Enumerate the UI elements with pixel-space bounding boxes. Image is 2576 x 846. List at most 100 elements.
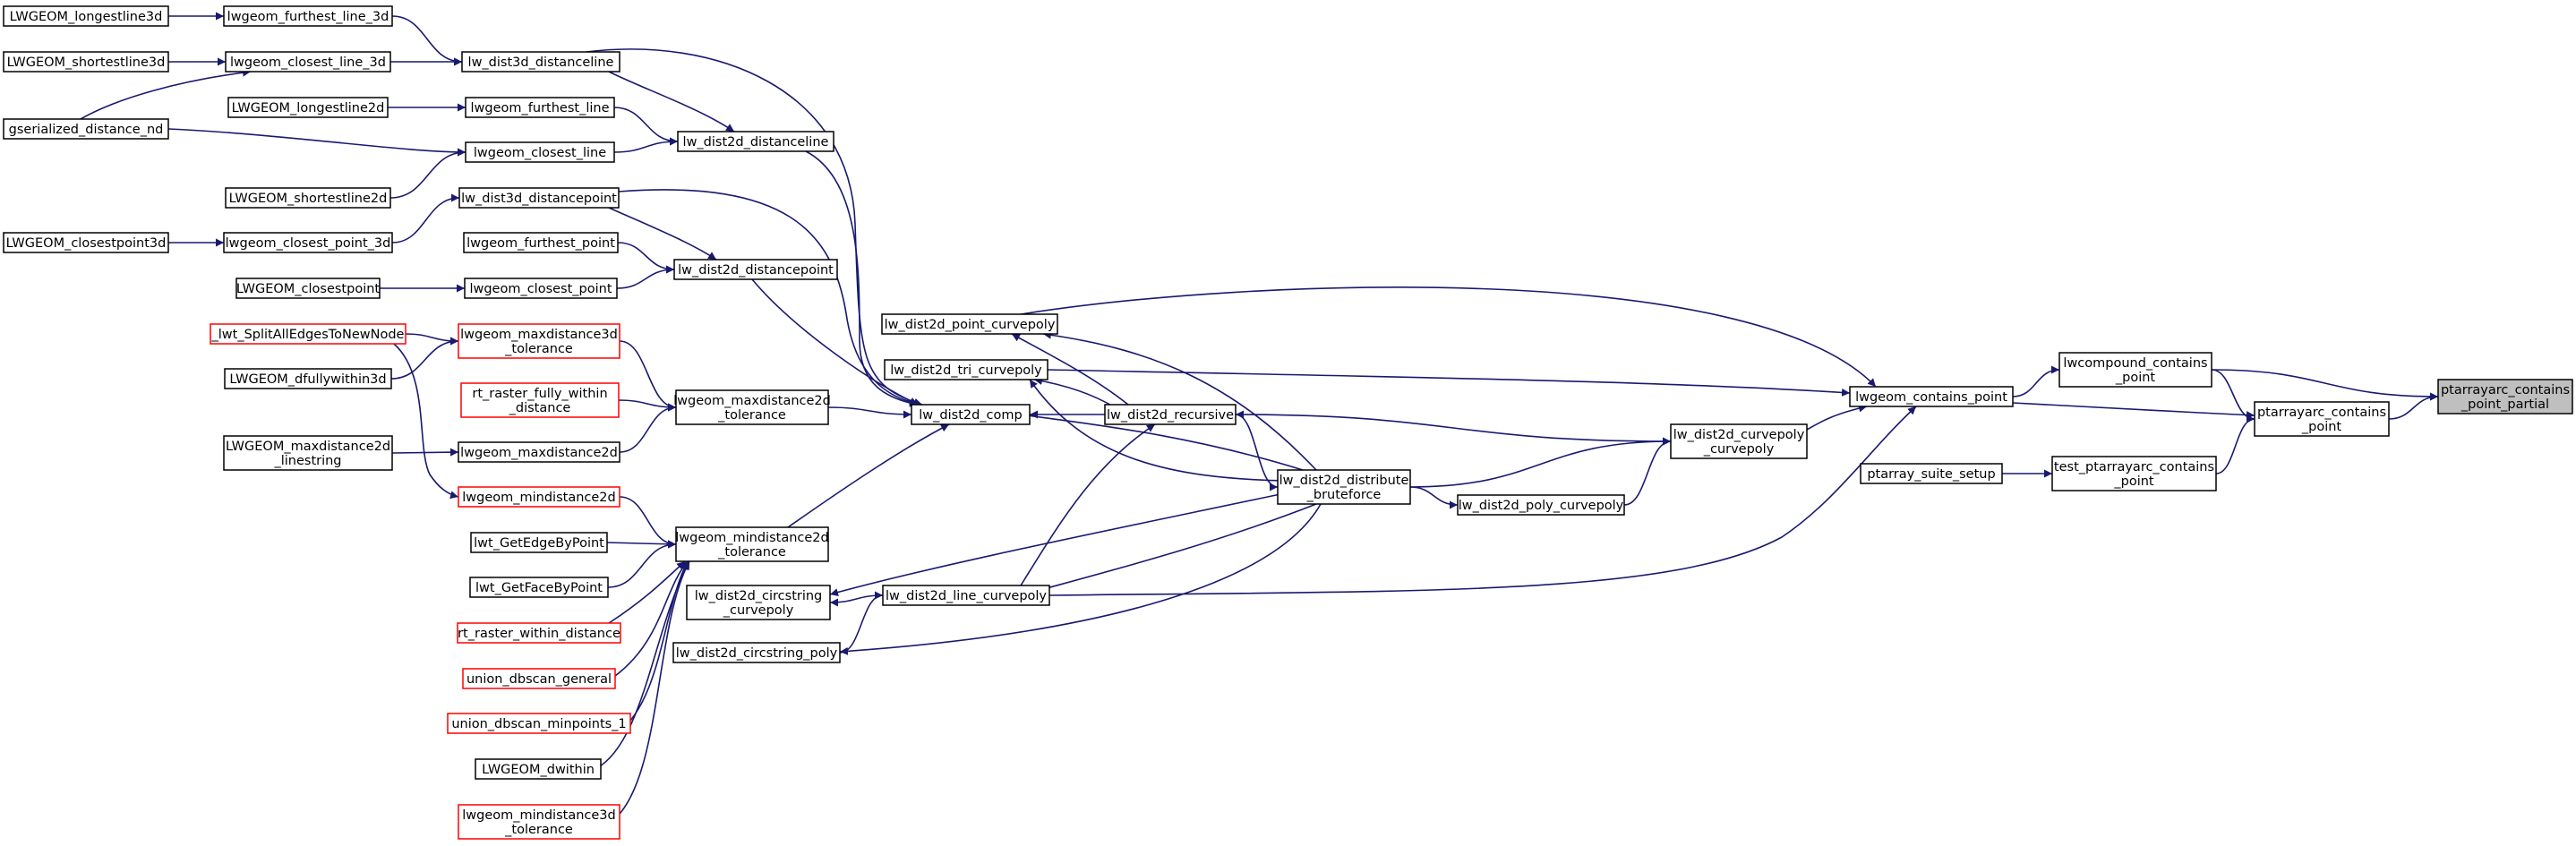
edge-line (2211, 369, 2255, 423)
node-label: lwgeom_mindistance3d (462, 808, 615, 823)
node-lw_dist3d_distanceline[interactable]: lw_dist3d_distanceline (461, 51, 620, 73)
node-box (458, 187, 620, 209)
edge-line (829, 493, 1281, 596)
node-label: lw_dist2d_point_curvepoly (885, 318, 1056, 332)
node-LWGEOM_maxdistance2d_linestring[interactable]: LWGEOM_maxdistance2d_linestring (223, 435, 393, 471)
node-label: LWGEOM_shortestline3d (7, 56, 166, 70)
node-label: lwgeom_contains_point (1855, 390, 2007, 405)
node-lwgeom_furthest_line_3d[interactable]: lwgeom_furthest_line_3d (223, 5, 393, 27)
node-box (2058, 352, 2212, 388)
edge-lw_dist2d_distribute_bruteforce-to-lw_dist2d_circstring_curvepoly (829, 493, 1281, 596)
edge-lw_dist2d_poly_curvepoly-to-lw_dist2d_curvepoly_curvepoly (1623, 437, 1672, 506)
node-gserialized_distance_nd[interactable]: gserialized_distance_nd (3, 118, 169, 140)
node-lw_dist2d_comp[interactable]: lw_dist2d_comp (911, 404, 1031, 425)
node-box (1104, 404, 1237, 425)
node-label: lw_dist2d_circstring_poly (676, 646, 838, 661)
node-lw_dist2d_distancepoint[interactable]: lw_dist2d_distancepoint (673, 259, 838, 280)
node-lw_dist2d_line_curvepoly[interactable]: lw_dist2d_line_curvepoly (882, 585, 1050, 606)
node-lw_dist2d_circstring_curvepoly[interactable]: lw_dist2d_circstring_curvepoly (686, 585, 831, 620)
node-lwgeom_maxdistance3d_tolerance[interactable]: lwgeom_maxdistance3d_tolerance (458, 323, 620, 359)
node-_lwt_SplitAllEdgesToNewNode[interactable]: _lwt_SplitAllEdgesToNewNode (210, 323, 407, 345)
node-box (458, 486, 620, 508)
node-LWGEOM_dwithin[interactable]: LWGEOM_dwithin (475, 758, 602, 780)
edge-lwgeom_contains_point-to-ptarrayarc_contains_point (2012, 402, 2255, 420)
node-lwgeom_closest_point[interactable]: lwgeom_closest_point (464, 278, 618, 299)
node-lw_dist2d_recursive[interactable]: lw_dist2d_recursive (1104, 404, 1237, 425)
node-lwt_GetFaceByPoint[interactable]: lwt_GetFaceByPoint (469, 577, 609, 598)
node-lw_dist2d_curvepoly_curvepoly[interactable]: lw_dist2d_curvepoly_curvepoly (1670, 423, 1808, 459)
node-box (447, 713, 631, 734)
node-lwgeom_mindistance3d_tolerance[interactable]: lwgeom_mindistance3d_tolerance (458, 804, 620, 840)
node-ptarrayarc_contains_point[interactable]: ptarrayarc_contains_point (2254, 401, 2390, 437)
node-box (882, 585, 1050, 606)
node-label: LWGEOM_maxdistance2d (226, 440, 390, 454)
node-union_dbscan_minpoints_1[interactable]: union_dbscan_minpoints_1 (447, 713, 631, 734)
edge-line (613, 137, 679, 153)
node-label: lw_dist2d_tri_curvepoly (890, 363, 1042, 378)
node-lw_dist2d_circstring_poly[interactable]: lw_dist2d_circstring_poly (672, 642, 841, 663)
node-label: lwgeom_mindistance2d (462, 491, 615, 505)
node-label: lwgeom_closest_line_3d (230, 56, 386, 70)
node-lwgeom_closest_point_3d[interactable]: lwgeom_closest_point_3d (223, 232, 393, 253)
node-label: lwt_GetFaceByPoint (475, 581, 603, 595)
edge-lw_dist2d_distancepoint-to-lw_dist2d_comp (751, 278, 919, 406)
node-box (2051, 456, 2217, 491)
node-lw_dist2d_poly_curvepoly[interactable]: lw_dist2d_poly_curvepoly (1457, 494, 1625, 516)
node-box (235, 278, 381, 299)
edge-line (607, 540, 677, 588)
edge-union_dbscan_general-to-lwgeom_mindistance2d_tolerance (608, 560, 689, 681)
node-lw_dist2d_distribute_bruteforce[interactable]: lw_dist2d_distribute_bruteforce (1277, 469, 1411, 505)
node-lwt_GetEdgeByPoint[interactable]: lwt_GetEdgeByPoint (470, 532, 608, 553)
node-label: lwgeom_mindistance2d (675, 531, 828, 545)
node-rt_raster_within_distance[interactable]: rt_raster_within_distance (457, 622, 621, 644)
node-lwgeom_contains_point[interactable]: lwgeom_contains_point (1849, 386, 2014, 407)
node-LWGEOM_closestpoint[interactable]: LWGEOM_closestpoint (235, 278, 381, 299)
node-LWGEOM_longestline2d[interactable]: LWGEOM_longestline2d (227, 97, 389, 118)
node-lwgeom_mindistance2d[interactable]: lwgeom_mindistance2d (458, 486, 620, 508)
node-lw_dist2d_distanceline[interactable]: lw_dist2d_distanceline (677, 131, 834, 152)
node-lwcompound_contains_point[interactable]: lwcompound_contains_point (2058, 352, 2212, 388)
node-test_ptarrayarc_contains_point[interactable]: test_ptarrayarc_contains_point (2051, 456, 2217, 491)
node-ptarrayarc_contains_point_partial[interactable]: ptarrayarc_contains_point_partial (2437, 379, 2573, 414)
node-LWGEOM_longestline3d[interactable]: LWGEOM_longestline3d (3, 5, 169, 27)
node-lw_dist2d_tri_curvepoly[interactable]: lw_dist2d_tri_curvepoly (884, 359, 1048, 380)
edge-line (1623, 437, 1672, 506)
edge-lwgeom_closest_point_3d-to-lw_dist3d_distancepoint (391, 193, 460, 244)
edge-line (1409, 437, 1672, 488)
edge-_lwt_SplitAllEdgesToNewNode-to-lwgeom_maxdistance3d_tolerance (405, 333, 459, 346)
node-union_dbscan_general[interactable]: union_dbscan_general (462, 668, 616, 689)
node-lwgeom_mindistance2d_tolerance[interactable]: lwgeom_mindistance2d_tolerance (675, 526, 829, 562)
node-lwgeom_furthest_point[interactable]: lwgeom_furthest_point (463, 232, 619, 253)
edge-line (1020, 503, 1317, 597)
node-LWGEOM_shortestline3d[interactable]: LWGEOM_shortestline3d (3, 51, 169, 73)
node-lwgeom_closest_line[interactable]: lwgeom_closest_line (465, 141, 615, 163)
node-box (3, 5, 169, 27)
node-label: _linestring (273, 454, 341, 468)
edge-rt_raster_fully_within_distance-to-lwgeom_maxdistance2d_tolerance (618, 399, 677, 412)
edge-line (608, 560, 686, 624)
node-lwgeom_closest_line_3d[interactable]: lwgeom_closest_line_3d (225, 51, 391, 73)
node-lw_dist3d_distancepoint[interactable]: lw_dist3d_distancepoint (458, 187, 620, 209)
node-LWGEOM_shortestline2d[interactable]: LWGEOM_shortestline2d (225, 187, 391, 209)
edge-line (1235, 410, 1672, 442)
edge-line (405, 333, 459, 346)
node-lwgeom_furthest_line[interactable]: lwgeom_furthest_line (465, 97, 615, 118)
node-rt_raster_fully_within_distance[interactable]: rt_raster_fully_within_distance (460, 382, 620, 418)
node-ptarray_suite_setup[interactable]: ptarray_suite_setup (1860, 463, 2003, 484)
node-label: lwgeom_closest_point (469, 282, 612, 296)
node-label: lw_dist2d_circstring (695, 589, 823, 603)
node-lw_dist2d_point_curvepoly[interactable]: lw_dist2d_point_curvepoly (881, 313, 1058, 335)
node-lwgeom_maxdistance2d_tolerance[interactable]: lwgeom_maxdistance2d_tolerance (673, 389, 831, 425)
edge-lw_dist3d_distanceline-to-lw_dist2d_comp (586, 48, 923, 406)
node-lwgeom_maxdistance2d[interactable]: lwgeom_maxdistance2d (458, 441, 620, 463)
node-LWGEOM_closestpoint3d[interactable]: LWGEOM_closestpoint3d (3, 232, 169, 253)
edge-line (1047, 369, 1851, 397)
edge-lwgeom_maxdistance2d-to-lwgeom_maxdistance2d_tolerance (619, 403, 677, 453)
edge-lw_dist2d_distribute_bruteforce-to-lw_dist2d_point_curvepoly (1042, 330, 1317, 471)
node-label: LWGEOM_closestpoint (236, 282, 381, 296)
node-label: lw_dist2d_distribute (1279, 474, 1409, 488)
node-LWGEOM_dfullywithin3d[interactable]: LWGEOM_dfullywithin3d (224, 368, 392, 389)
node-label: test_ptarrayarc_contains (2054, 460, 2214, 474)
edge-lw_dist3d_distancepoint-to-lw_dist2d_comp (618, 189, 923, 407)
edge-lwgeom_maxdistance3d_tolerance-to-lwgeom_maxdistance2d_tolerance (619, 340, 677, 412)
